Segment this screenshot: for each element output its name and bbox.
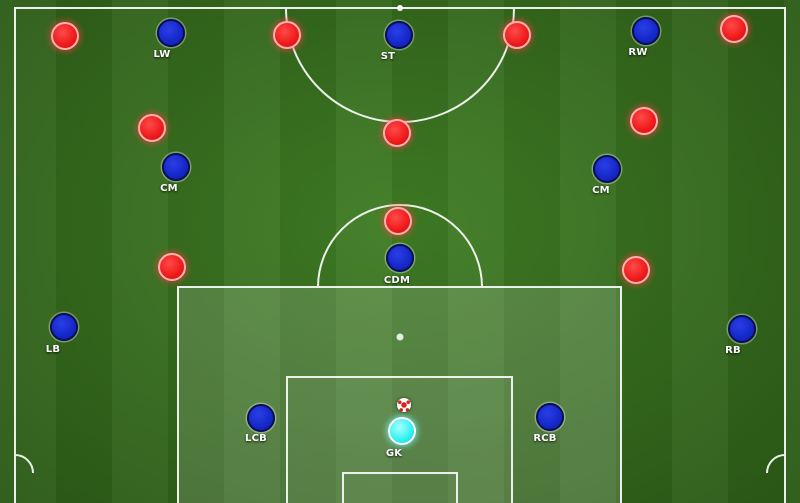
away-player-marker[interactable] [630,107,658,135]
position-label-gk: GK [385,448,403,459]
position-label-rb: RB [725,345,741,356]
goal-frame [342,472,458,503]
away-player-marker[interactable] [503,21,531,49]
corner-arc-left [14,454,34,474]
away-player-marker[interactable] [720,15,748,43]
away-player-marker[interactable] [51,22,79,50]
away-player-marker[interactable] [622,256,650,284]
home-player-marker-lb[interactable] [50,313,78,341]
away-player-marker[interactable] [158,253,186,281]
position-label-lcb: LCB [245,433,267,444]
penalty-box [177,286,622,503]
position-label-cdm: CDM [383,275,411,286]
home-player-marker-cdm[interactable] [386,244,414,272]
home-player-marker-lw[interactable] [157,19,185,47]
home-player-marker-rb[interactable] [728,315,756,343]
penalty-spot [396,333,404,341]
soccer-ball-icon[interactable] [397,398,411,412]
home-player-marker-rcb[interactable] [536,403,564,431]
center-spot [397,5,403,11]
away-player-marker[interactable] [384,207,412,235]
position-label-lw: LW [153,49,171,60]
position-label-cm-right: CM [592,185,610,196]
position-label-cm-left: CM [160,183,178,194]
penalty-arc [317,204,483,288]
corner-arc-right [766,454,786,474]
position-label-st: ST [380,51,396,62]
position-label-rcb: RCB [533,433,557,444]
home-player-marker-cm-right[interactable] [593,155,621,183]
position-label-lb: LB [45,344,61,355]
home-player-marker-rw[interactable] [632,17,660,45]
away-player-marker[interactable] [383,119,411,147]
home-player-marker-st[interactable] [385,21,413,49]
home-goalkeeper-marker[interactable] [388,417,416,445]
home-player-marker-cm-left[interactable] [162,153,190,181]
away-player-marker[interactable] [138,114,166,142]
away-player-marker[interactable] [273,21,301,49]
home-player-marker-lcb[interactable] [247,404,275,432]
position-label-rw: RW [628,47,648,58]
